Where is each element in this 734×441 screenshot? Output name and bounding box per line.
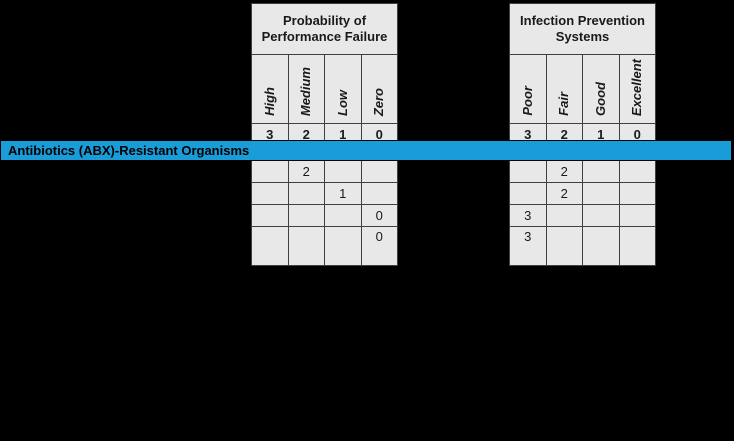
score-cell — [251, 182, 289, 205]
column-header-label: Poor — [519, 86, 535, 116]
score-cell: 1 — [324, 182, 362, 205]
score-cell — [287, 182, 325, 205]
score-cell — [509, 182, 547, 205]
infection-prevention-data-table: 2 2 3 3 — [509, 160, 656, 266]
table-row: 3 — [509, 204, 656, 227]
score-cell — [324, 204, 362, 227]
column-header-fair: Fair — [545, 54, 583, 124]
table-row: 0 — [251, 204, 398, 227]
column-header-zero: Zero — [360, 54, 398, 124]
table-title-infection-prevention: Infection Prevention Systems — [509, 3, 656, 55]
performance-failure-data-table: 2 1 0 0 — [251, 160, 398, 266]
performance-failure-header-table: Probability of Performance Failure High … — [251, 3, 398, 146]
table-row: 1 — [251, 182, 398, 205]
category-banner-label: Antibiotics (ABX)-Resistant Organisms — [8, 143, 250, 158]
score-cell — [545, 226, 583, 266]
score-cell: 3 — [509, 226, 547, 266]
score-cell — [324, 226, 362, 266]
score-cell — [545, 204, 583, 227]
score-cell: 3 — [509, 204, 547, 227]
column-header-medium: Medium — [287, 54, 325, 124]
score-cell — [509, 160, 547, 183]
score-cell — [582, 182, 620, 205]
score-cell — [360, 182, 398, 205]
column-header-label: Fair — [556, 92, 572, 116]
score-cell — [582, 160, 620, 183]
column-header-label: High — [261, 87, 277, 116]
score-cell — [287, 226, 325, 266]
table-row: 0 — [251, 226, 398, 266]
column-header-excellent: Excellent — [618, 54, 656, 124]
score-cell: 2 — [287, 160, 325, 183]
table-title-performance-failure: Probability of Performance Failure — [251, 3, 398, 55]
column-header-good: Good — [582, 54, 620, 124]
score-cell: 0 — [360, 226, 398, 266]
table-row: 2 — [251, 160, 398, 183]
score-cell — [618, 182, 656, 205]
column-header-poor: Poor — [509, 54, 547, 124]
score-cell — [582, 204, 620, 227]
score-cell — [618, 204, 656, 227]
column-header-label: Zero — [371, 87, 387, 116]
score-cell — [251, 160, 289, 183]
column-header-label: Low — [334, 90, 350, 116]
score-cell — [287, 204, 325, 227]
score-cell — [324, 160, 362, 183]
column-header-label: Excellent — [629, 58, 645, 116]
category-banner: Antibiotics (ABX)-Resistant Organisms — [0, 140, 732, 161]
score-cell: 2 — [545, 182, 583, 205]
table-row: 2 — [509, 160, 656, 183]
score-cell — [251, 226, 289, 266]
column-header-label: Good — [592, 82, 608, 116]
table-row: 3 — [509, 226, 656, 266]
column-header-low: Low — [324, 54, 362, 124]
score-cell — [582, 226, 620, 266]
table-row: 2 — [509, 182, 656, 205]
score-cell — [618, 226, 656, 266]
score-cell — [618, 160, 656, 183]
infection-prevention-header-table: Infection Prevention Systems Poor Fair G… — [509, 3, 656, 146]
score-cell — [360, 160, 398, 183]
score-cell: 2 — [545, 160, 583, 183]
column-header-high: High — [251, 54, 289, 124]
score-cell — [251, 204, 289, 227]
score-cell: 0 — [360, 204, 398, 227]
column-header-label: Medium — [298, 66, 314, 116]
